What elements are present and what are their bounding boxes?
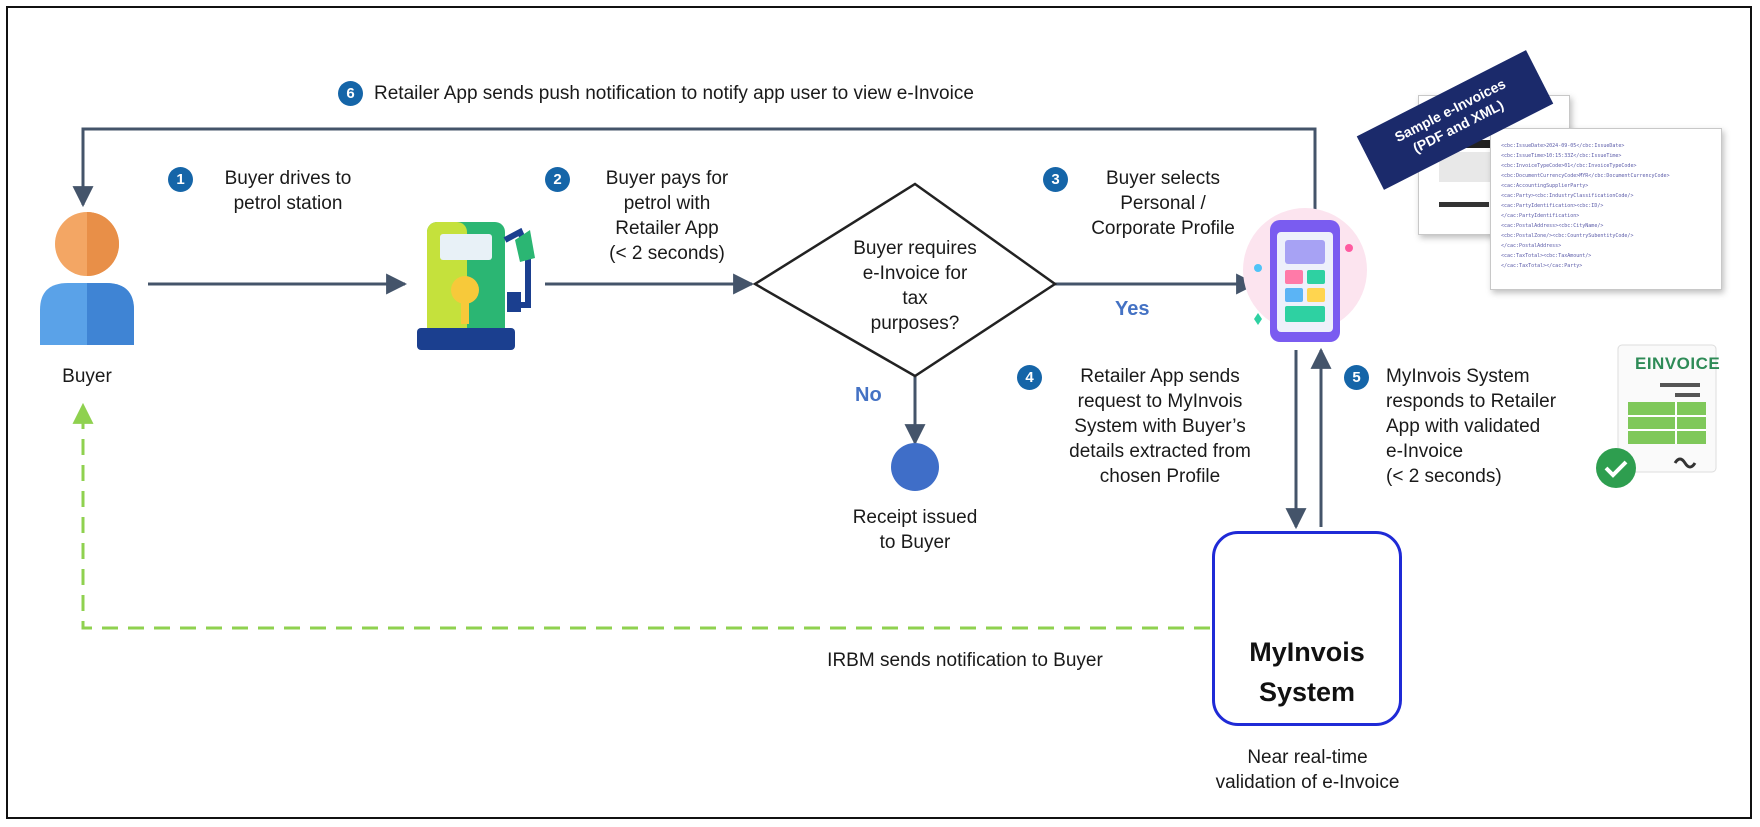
einvoice-badge-label: EINVOICE: [1635, 354, 1721, 373]
step-5-line-3: App with validated: [1386, 416, 1541, 437]
step-5-line-1: MyInvois System: [1386, 366, 1530, 387]
diagram-frame: [6, 6, 1752, 819]
step-5-line-2: responds to Retailer: [1386, 391, 1557, 412]
receipt-line-2: to Buyer: [879, 532, 951, 553]
myinvois-system-box: [1212, 531, 1402, 726]
buyer-label: Buyer: [62, 366, 112, 387]
step-2-line-1: Buyer pays for: [605, 168, 729, 189]
step-3-badge: 3: [1043, 167, 1068, 192]
decision-diamond: [752, 182, 1058, 378]
irbm-notification-text: IRBM sends notification to Buyer: [827, 650, 1103, 671]
decision-line-3: tax: [902, 288, 928, 309]
validated-einvoice-icon: [1596, 344, 1717, 488]
step-3-line-3: Corporate Profile: [1091, 218, 1235, 239]
decision-line-1: Buyer requires: [853, 238, 977, 259]
buyer-icon: [40, 212, 134, 345]
step-3-text: Buyer selects Personal / Corporate Profi…: [1078, 166, 1248, 241]
receipt-text: Receipt issued to Buyer: [815, 505, 1015, 555]
step-3-line-2: Personal /: [1120, 193, 1206, 214]
step-1-line-1: Buyer drives to: [224, 168, 352, 189]
no-label: No: [855, 384, 882, 406]
myinvois-title: MyInvois System: [1212, 632, 1402, 712]
step-2-badge: 2: [545, 167, 570, 192]
receipt-node: [891, 443, 939, 491]
step-2-line-4: (< 2 seconds): [609, 243, 725, 264]
step-4-text: Retailer App sends request to MyInvois S…: [1050, 364, 1270, 489]
myinvois-title-line-1: MyInvois: [1249, 637, 1365, 667]
sample-xml-invoice: <cbc:IssueDate>2024-09-05</cbc:IssueDate…: [1490, 128, 1722, 290]
yes-label: Yes: [1115, 298, 1150, 320]
step-1-text: Buyer drives to petrol station: [208, 166, 368, 216]
step-4-line-1: Retailer App sends: [1080, 366, 1240, 387]
step-4-line-3: System with Buyer’s: [1074, 416, 1246, 437]
step-2-line-2: petrol with: [623, 193, 711, 214]
myinvois-caption: Near real-time validation of e-Invoice: [1180, 745, 1435, 795]
step-2-text: Buyer pays for petrol with Retailer App …: [587, 166, 747, 266]
receipt-line-1: Receipt issued: [852, 507, 978, 528]
retailer-app-phone-icon: [1243, 208, 1367, 342]
step-1-badge: 1: [168, 167, 193, 192]
decision-line-4: purposes?: [870, 313, 960, 334]
irbm-notification-arrow: [72, 402, 1210, 630]
step-5-line-5: (< 2 seconds): [1386, 466, 1502, 487]
step-4-line-5: chosen Profile: [1099, 466, 1221, 487]
myinvois-title-line-2: System: [1258, 677, 1356, 707]
step-4-line-4: details extracted from: [1069, 441, 1251, 462]
step-6-text: Retailer App sends push notification to …: [374, 83, 974, 104]
step-5-text: MyInvois System responds to Retailer App…: [1386, 364, 1556, 489]
step-3-line-1: Buyer selects: [1105, 168, 1221, 189]
step-5-badge: 5: [1344, 365, 1369, 390]
petrol-pump-icon: [417, 222, 535, 350]
myinvois-caption-line-1: Near real-time: [1247, 747, 1368, 768]
step-4-badge: 4: [1017, 365, 1042, 390]
push-notification-arrow: [72, 127, 1317, 222]
myinvois-caption-line-2: validation of e-Invoice: [1215, 772, 1400, 793]
step-5-line-4: e-Invoice: [1386, 441, 1464, 462]
step-1-line-2: petrol station: [233, 193, 343, 214]
decision-line-2: e-Invoice for: [862, 263, 968, 284]
step-6-badge: 6: [338, 81, 363, 106]
step-2-line-3: Retailer App: [615, 218, 719, 239]
step-4-line-2: request to MyInvois: [1077, 391, 1243, 412]
decision-text: Buyer requires e-Invoice for tax purpose…: [825, 236, 1005, 336]
